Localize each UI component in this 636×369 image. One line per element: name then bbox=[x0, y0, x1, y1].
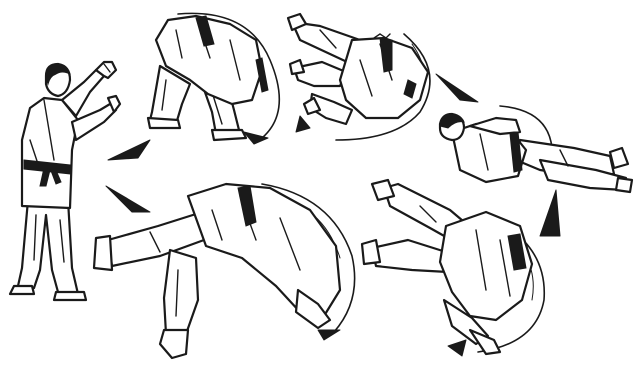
arrow-to-lower-roll bbox=[106, 186, 150, 212]
figure-roll-middle-upper bbox=[288, 14, 430, 140]
arrow-to-upper-roll bbox=[108, 140, 150, 160]
figure-lying-finish bbox=[440, 106, 632, 192]
arrow-up-to-lying bbox=[540, 190, 560, 236]
figure-roll-entry-upper bbox=[148, 13, 279, 144]
figure-roll-middle-lower bbox=[362, 180, 544, 356]
arrow-to-lying bbox=[436, 74, 478, 102]
